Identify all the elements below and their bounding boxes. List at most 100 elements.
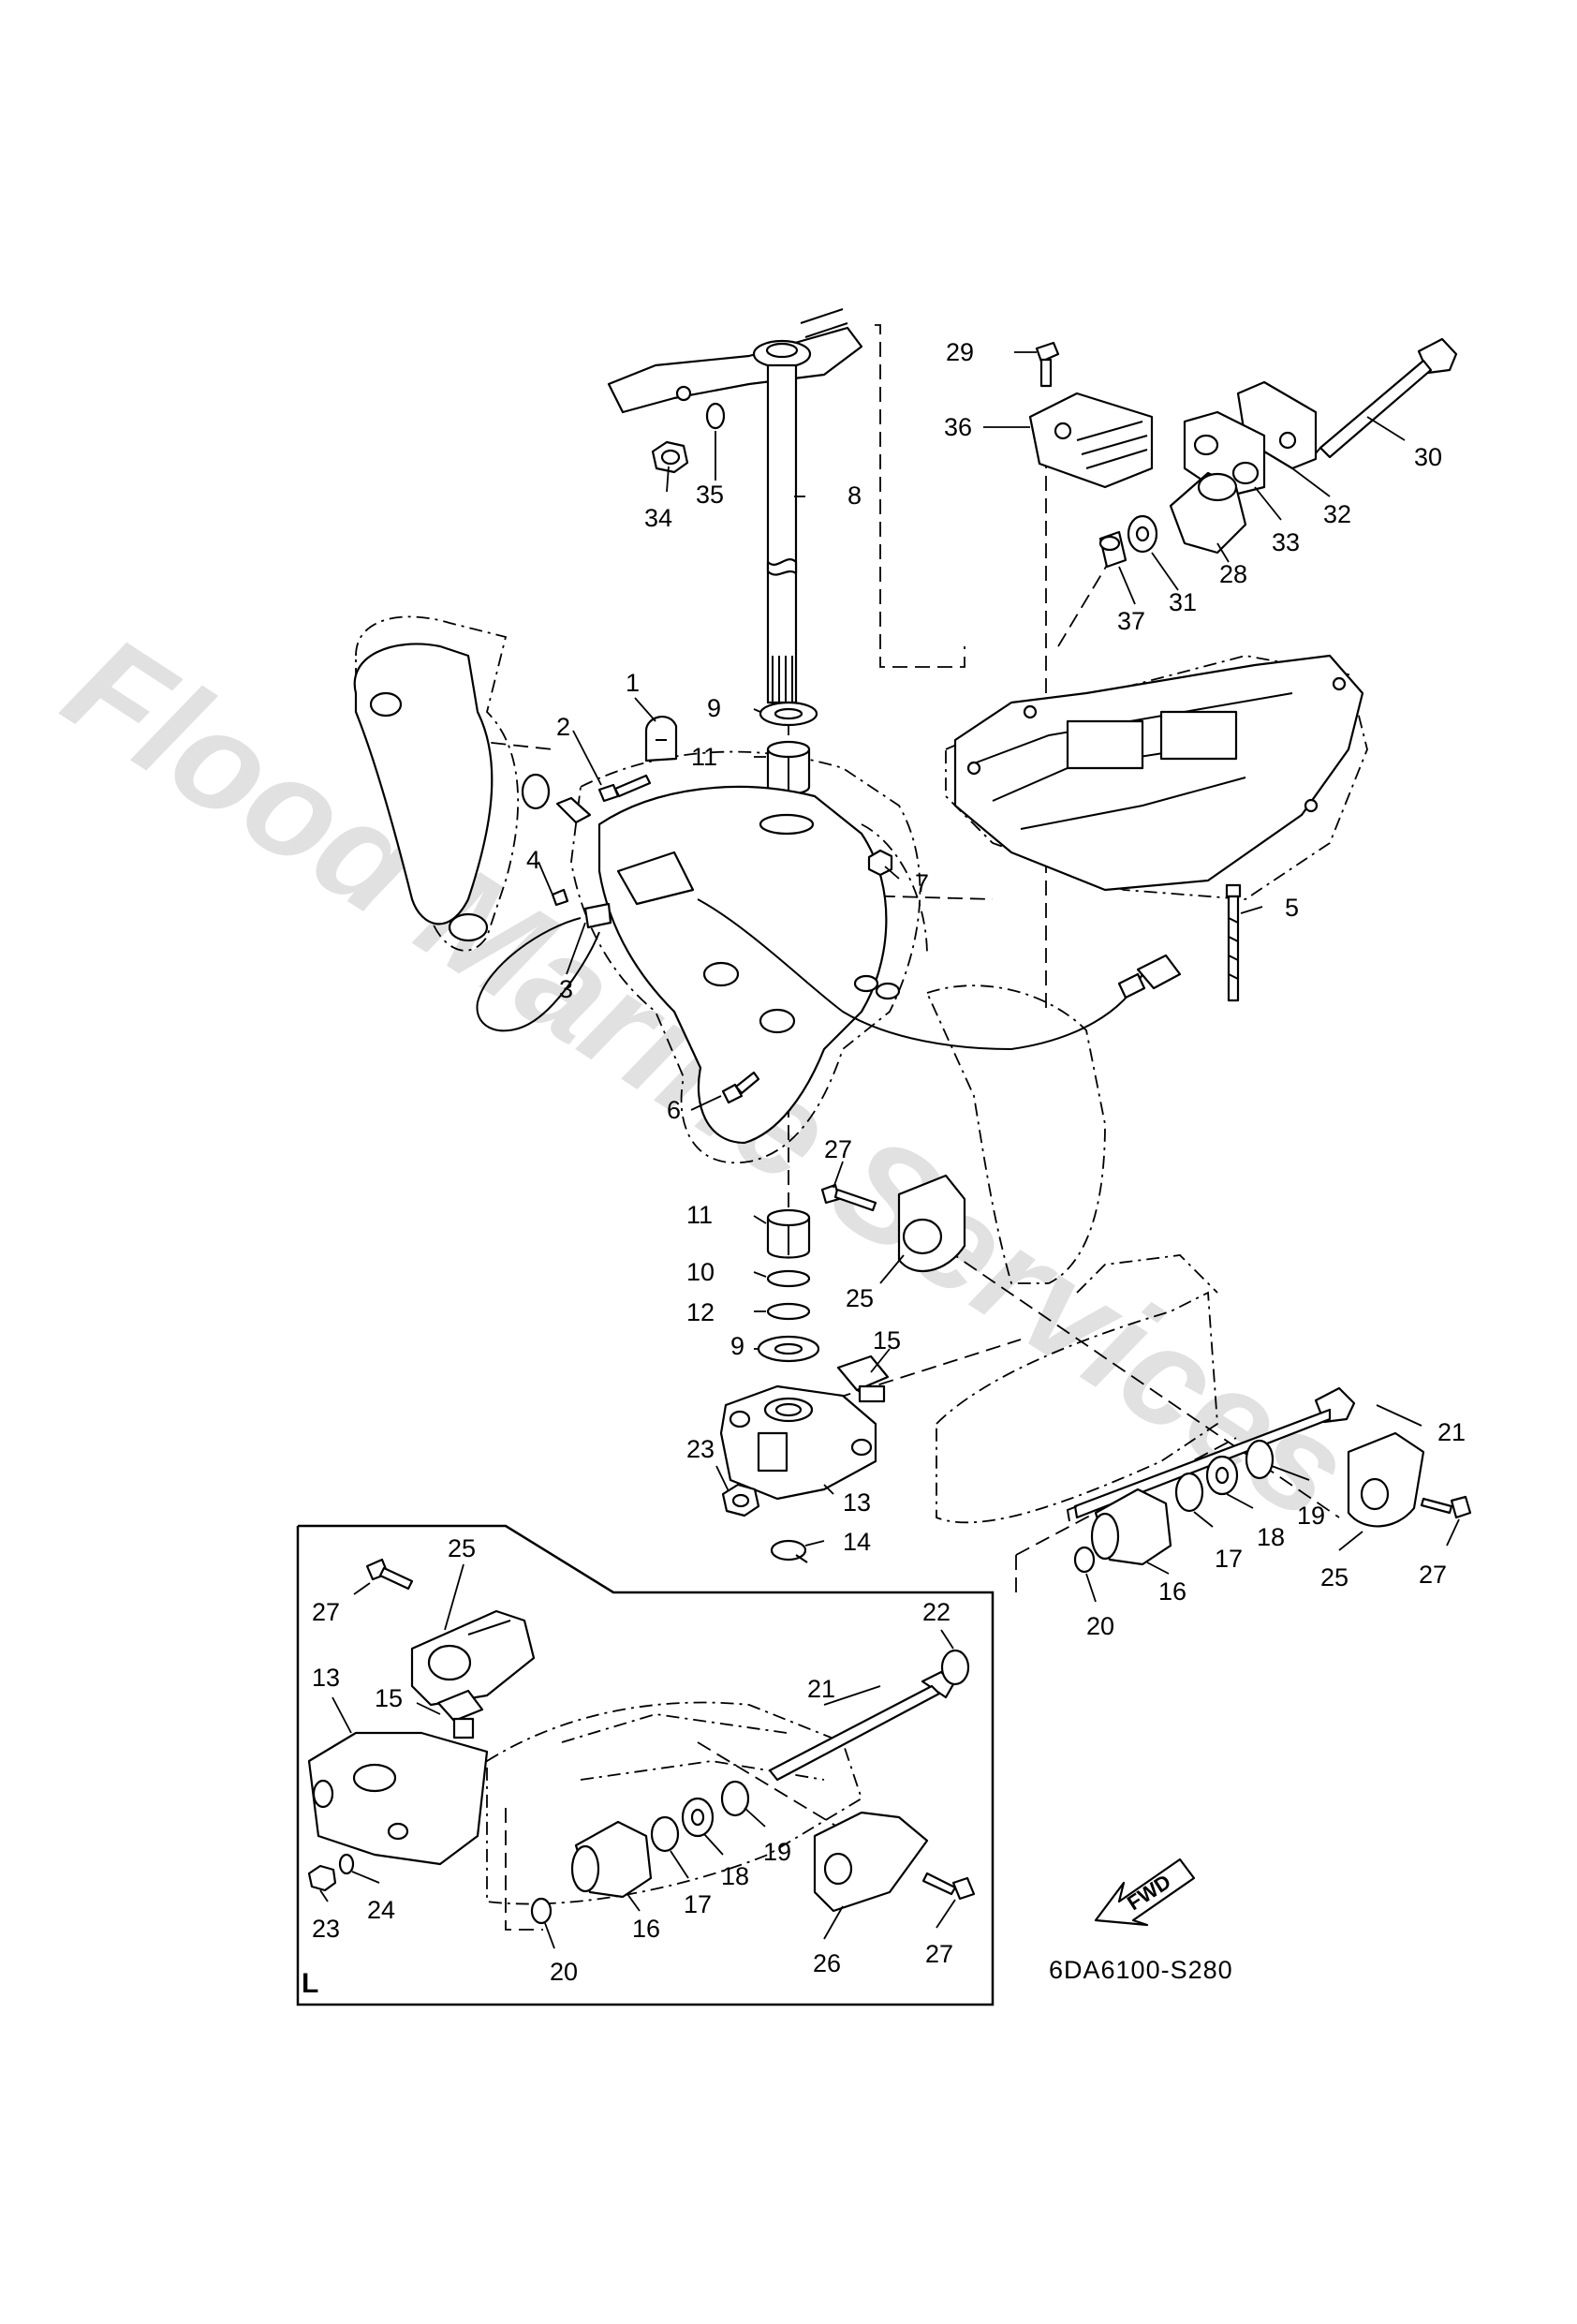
callout-34: 34 — [644, 504, 672, 532]
callout-11-lower: 11 — [686, 1201, 713, 1229]
clip-part-1 — [644, 716, 678, 762]
bolt-part-30 — [1310, 337, 1458, 460]
mount-part-16 — [1090, 1488, 1172, 1566]
nut-part-7 — [867, 849, 893, 877]
inset-callout-16: 16 — [632, 1915, 660, 1943]
bolt-part-27-right — [1420, 1495, 1472, 1519]
callout-9-upper: 9 — [707, 694, 721, 722]
callout-10: 10 — [686, 1258, 715, 1286]
bushing-part-11-upper — [766, 740, 811, 795]
inset-callout-13: 13 — [312, 1664, 340, 1692]
mount-part-28 — [1169, 471, 1247, 555]
inset-callout-17: 17 — [684, 1890, 712, 1918]
callout-8: 8 — [847, 481, 862, 510]
inset-label: L — [302, 1968, 318, 1999]
inset-callout-15: 15 — [375, 1684, 403, 1712]
forward-direction-arrow: FWD — [1094, 1858, 1196, 1927]
diagram-code: 6DA6100-S280 — [1049, 1956, 1233, 1984]
clip-part-14 — [770, 1539, 808, 1563]
washer-part-35 — [705, 402, 726, 430]
callout-23: 23 — [686, 1435, 715, 1463]
ground-lead-part-3 — [476, 902, 612, 1032]
callout-3: 3 — [559, 975, 573, 1003]
inset-callout-18: 18 — [721, 1862, 749, 1890]
inset-callout-20: 20 — [550, 1958, 578, 1986]
callout-5: 5 — [1285, 894, 1299, 922]
inset-callout-22: 22 — [922, 1598, 951, 1626]
nut-part-34 — [651, 440, 689, 474]
callout-14: 14 — [843, 1528, 871, 1556]
callout-15: 15 — [873, 1326, 901, 1354]
callout-20: 20 — [1086, 1612, 1114, 1640]
inset-callout-24: 24 — [367, 1896, 395, 1924]
washer-part-9-lower — [757, 1335, 820, 1363]
nut-part-23 — [721, 1483, 760, 1517]
callout-18: 18 — [1257, 1523, 1285, 1551]
callout-11-upper: 11 — [691, 743, 717, 771]
inset-callout-26: 26 — [813, 1949, 841, 1977]
callout-32: 32 — [1323, 500, 1351, 528]
callout-12: 12 — [686, 1298, 715, 1326]
o-ring-part-10 — [766, 1269, 811, 1288]
washer-part-20 — [1073, 1546, 1096, 1574]
cable-tie-part-5 — [1225, 883, 1242, 1002]
engine-cover-plate — [953, 654, 1364, 892]
bolt-part-2 — [597, 774, 652, 803]
callout-1: 1 — [626, 669, 640, 697]
callout-27-right: 27 — [1419, 1561, 1447, 1589]
callout-30: 30 — [1414, 443, 1442, 471]
callout-16: 16 — [1158, 1577, 1186, 1606]
bolt-part-29 — [1035, 341, 1060, 388]
inset-callout-27-bottom: 27 — [925, 1940, 953, 1968]
leader-lines — [319, 351, 1460, 1949]
steering-shaft-part-8 — [607, 308, 863, 704]
callout-28: 28 — [1219, 560, 1247, 588]
spacer-part-17 — [1174, 1472, 1204, 1513]
callout-6: 6 — [667, 1096, 681, 1124]
callout-21: 21 — [1437, 1418, 1466, 1446]
inset-callout-19: 19 — [763, 1838, 791, 1866]
callout-7: 7 — [915, 869, 929, 897]
inset-callout-25: 25 — [448, 1534, 476, 1562]
inset-left-side — [296, 1524, 995, 2006]
stopper-part-15 — [836, 1354, 890, 1403]
washer-part-18 — [1205, 1455, 1239, 1496]
callout-4: 4 — [526, 846, 540, 874]
callout-35: 35 — [696, 481, 724, 509]
inset-callout-23: 23 — [312, 1915, 340, 1943]
left-bracket — [353, 643, 494, 942]
washer-part-19 — [1245, 1439, 1275, 1480]
bolt-part-6 — [721, 1071, 760, 1104]
callout-17: 17 — [1215, 1545, 1243, 1573]
callout-25-right: 25 — [1320, 1563, 1349, 1591]
callout-31: 31 — [1169, 588, 1197, 616]
inset-callout-27-top: 27 — [312, 1598, 340, 1626]
callout-33: 33 — [1272, 528, 1300, 556]
callout-25-upper: 25 — [846, 1284, 874, 1312]
bushing-part-11-lower — [766, 1208, 811, 1259]
boss-washer — [521, 773, 592, 824]
callout-19: 19 — [1297, 1502, 1325, 1530]
swivel-bracket — [597, 785, 888, 1145]
callout-13: 13 — [843, 1488, 871, 1517]
callout-numbers: 1 2 3 4 5 6 7 8 9 9 10 11 11 12 13 14 15… — [302, 338, 1466, 1999]
callout-2: 2 — [556, 713, 570, 741]
bolt-part-4 — [551, 888, 569, 907]
callout-36: 36 — [944, 413, 972, 441]
callout-29: 29 — [946, 338, 974, 366]
washer-part-31 — [1127, 514, 1158, 554]
collar-part-37 — [1098, 530, 1127, 569]
lower-bracket-part-13 — [719, 1384, 877, 1501]
callout-27-upper: 27 — [824, 1135, 852, 1163]
o-ring-part-12 — [766, 1302, 811, 1321]
callout-37: 37 — [1117, 607, 1145, 635]
callout-9-lower: 9 — [730, 1332, 744, 1360]
clamp-part-36 — [1028, 392, 1154, 489]
washer-part-9-upper — [759, 701, 818, 727]
bolt-part-27-upper — [820, 1183, 877, 1212]
mount-cover-part-25-upper — [897, 1174, 966, 1273]
inset-callout-21: 21 — [807, 1675, 835, 1703]
trim-sensor-cable — [697, 898, 1182, 1051]
